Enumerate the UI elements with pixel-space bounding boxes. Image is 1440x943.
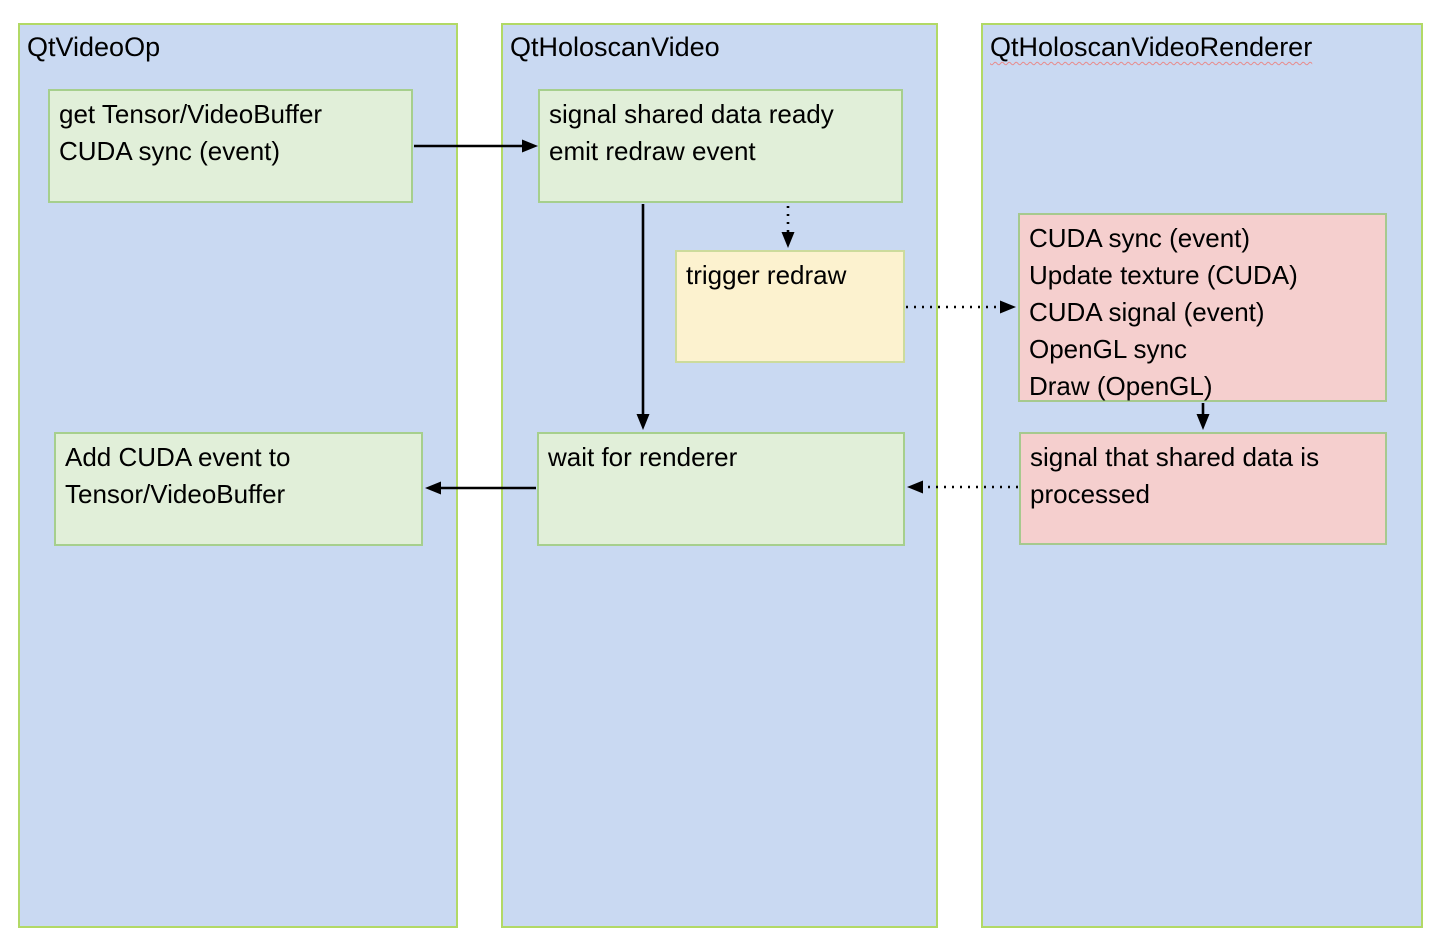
node-add-event: Add CUDA event to Tensor/VideoBuffer — [54, 432, 423, 546]
node-text-line: processed — [1030, 479, 1150, 509]
node-wait-renderer: wait for renderer — [537, 432, 905, 546]
node-signal-processed: signal that shared data is processed — [1019, 432, 1387, 545]
node-text-line: CUDA sync (event) — [59, 136, 281, 166]
node-text-line: signal shared data ready — [549, 99, 834, 129]
node-text-line: OpenGL sync — [1029, 334, 1188, 364]
node-text-line: Tensor/VideoBuffer — [65, 479, 286, 509]
node-text-line: Add CUDA event to — [65, 442, 291, 472]
node-text-line: Draw (OpenGL) — [1029, 371, 1213, 401]
node-text-line: signal that shared data is — [1030, 442, 1320, 472]
node-text-line: emit redraw event — [549, 136, 756, 166]
lane-title-qtvideoop: QtVideoOp — [27, 32, 161, 62]
node-renderer-steps: CUDA sync (event) Update texture (CUDA) … — [1018, 213, 1387, 402]
node-text-line: wait for renderer — [548, 442, 738, 472]
node-text-line: get Tensor/VideoBuffer — [59, 99, 323, 129]
node-get-tensor: get Tensor/VideoBuffer CUDA sync (event) — [48, 89, 413, 203]
node-signal-ready: signal shared data ready emit redraw eve… — [538, 89, 903, 203]
node-text-line: CUDA sync (event) — [1029, 223, 1251, 253]
lane-title-qtholoscanvideorenderer: QtHoloscanVideoRenderer — [990, 32, 1313, 62]
node-text-line: Update texture (CUDA) — [1029, 260, 1298, 290]
node-trigger-redraw: trigger redraw — [675, 250, 905, 363]
node-text-line: trigger redraw — [686, 260, 847, 290]
node-text-line: CUDA signal (event) — [1029, 297, 1265, 327]
lane-title-qtholoscanvideo: QtHoloscanVideo — [510, 32, 720, 62]
